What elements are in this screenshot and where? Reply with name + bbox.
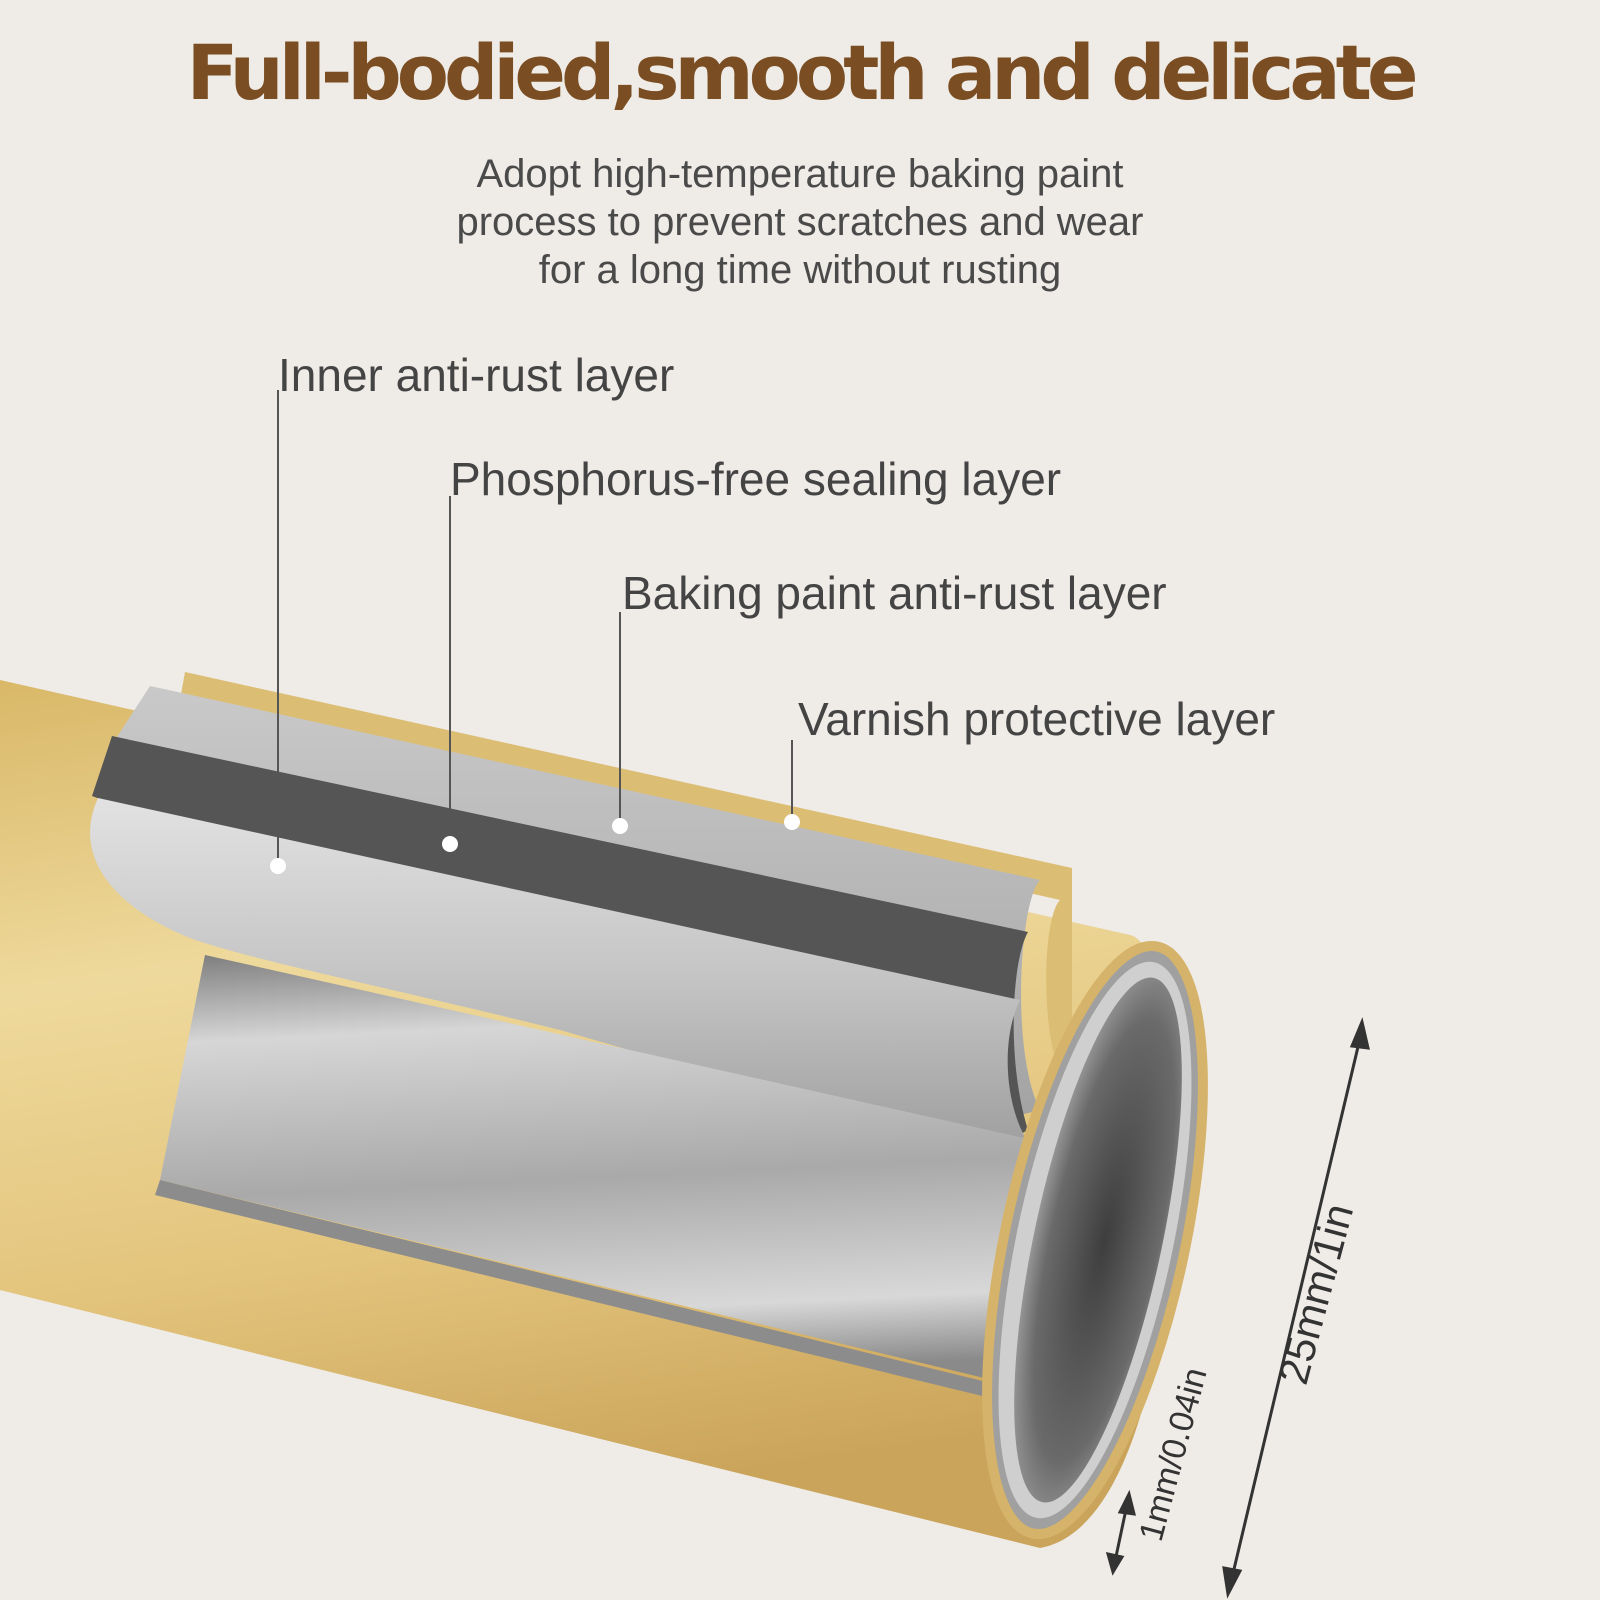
leader-dot-inner bbox=[270, 858, 286, 874]
leader-dot-varnish bbox=[784, 814, 800, 830]
leader-dot-bake bbox=[612, 818, 628, 834]
subtitle: Adopt high-temperature baking paint proc… bbox=[300, 150, 1300, 294]
inner-cutaway-shadow bbox=[155, 1180, 1040, 1410]
diameter-arrow bbox=[1222, 1017, 1370, 1599]
page-title: Full-bodied,smooth and delicate bbox=[186, 28, 1418, 117]
subtitle-line: Adopt high-temperature baking paint bbox=[476, 152, 1124, 196]
label-baking-paint-anti-rust-layer: Baking paint anti-rust layer bbox=[622, 567, 1167, 619]
thickness-arrow bbox=[1105, 1489, 1136, 1576]
label-inner-anti-rust-layer: Inner anti-rust layer bbox=[278, 349, 675, 401]
leader-dot-phos bbox=[442, 836, 458, 852]
inner-anti-rust-layer bbox=[90, 798, 1030, 1160]
subtitle-line: for a long time without rusting bbox=[538, 248, 1062, 292]
pipe-end-bore bbox=[1014, 977, 1182, 1503]
label-phosphorus-free-sealing-layer: Phosphorus-free sealing layer bbox=[450, 453, 1062, 505]
inner-cutaway bbox=[160, 955, 1055, 1395]
label-varnish-protective-layer: Varnish protective layer bbox=[798, 693, 1276, 745]
subtitle-line: process to prevent scratches and wear bbox=[456, 200, 1144, 244]
